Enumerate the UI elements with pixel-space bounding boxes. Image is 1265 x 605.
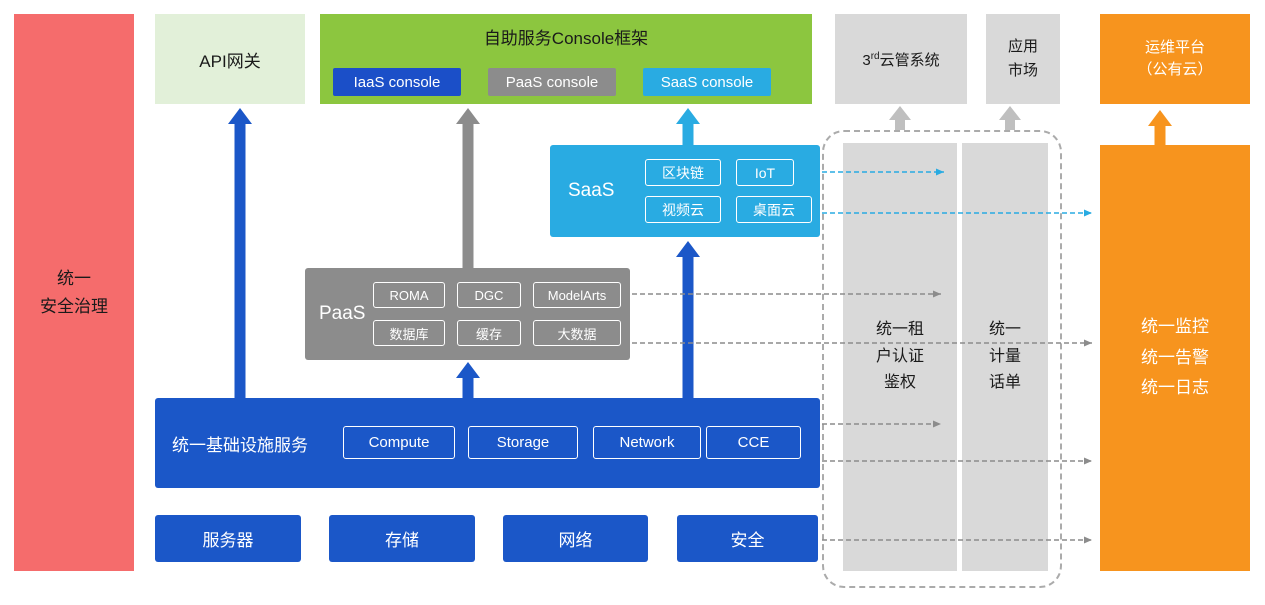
unified-tenant-auth-bar: 统一租 户认证 鉴权	[843, 143, 957, 571]
paas-console-label: PaaS console	[505, 73, 599, 91]
arrow-infra-to-saas	[676, 241, 700, 398]
third-party-rest: 云管系统	[879, 51, 940, 69]
arrow-metering-to-app-market	[999, 106, 1021, 130]
paas-item-cache-label: 缓存	[475, 326, 502, 342]
app-market-box: 应用 市场	[986, 14, 1060, 104]
saas-console-button: SaaS console	[643, 68, 771, 96]
resource-security-label: 安全	[730, 531, 765, 550]
saas-item-desktop-cloud-label: 桌面云	[753, 201, 795, 218]
resource-storage-box: 存储	[329, 515, 475, 562]
infrastructure-label: 统一基础设施服务	[172, 398, 308, 488]
paas-item-bigdata: 大数据	[533, 320, 621, 346]
paas-item-database-label: 数据库	[389, 326, 429, 342]
infra-item-network-label: Network	[619, 434, 675, 451]
saas-item-iot-label: IoT	[754, 164, 776, 181]
saas-item-video-cloud-label: 视频云	[662, 201, 704, 218]
unified-ops-bar: 统一监控 统一告警 统一日志	[1100, 145, 1250, 571]
third-party-cloud-mgmt-box: 3rd云管系统	[835, 14, 967, 104]
arrow-paas-to-console-frame	[456, 108, 480, 268]
saas-item-blockchain-label: 区块链	[662, 164, 704, 181]
resource-server-label: 服务器	[202, 531, 254, 550]
iaas-console-label: IaaS console	[353, 73, 441, 91]
saas-item-desktop-cloud: 桌面云	[736, 196, 812, 223]
unified-ops-label: 统一监控 统一告警 统一日志	[1141, 317, 1209, 398]
paas-item-cache: 缓存	[457, 320, 521, 346]
paas-block-label: PaaS	[319, 268, 365, 360]
saas-item-blockchain: 区块链	[645, 159, 721, 186]
infra-item-cce-label: CCE	[737, 434, 770, 451]
third-party-sup: rd	[870, 50, 880, 62]
saas-label-text: SaaS	[568, 180, 615, 201]
paas-item-roma-label: ROMA	[389, 287, 429, 303]
unified-security-label: 统一 安全治理	[40, 269, 108, 316]
paas-item-dgc: DGC	[457, 282, 521, 308]
paas-item-dgc-label: DGC	[474, 287, 504, 303]
saas-console-label: SaaS console	[660, 73, 754, 91]
shared-services-dashed-container	[822, 130, 1062, 588]
saas-item-video-cloud: 视频云	[645, 196, 721, 223]
infrastructure-label-text: 统一基础设施服务	[172, 435, 308, 455]
unified-tenant-auth-label: 统一租 户认证 鉴权	[875, 321, 924, 392]
paas-console-button: PaaS console	[488, 68, 616, 96]
resource-network-label: 网络	[558, 531, 593, 550]
arrow-auth-to-third-party	[889, 106, 911, 130]
infra-item-compute-label: Compute	[368, 434, 430, 451]
api-gateway-box: API网关	[155, 14, 305, 104]
unified-metering-label: 统一 计量 话单	[988, 321, 1021, 392]
paas-item-roma: ROMA	[373, 282, 445, 308]
third-party-num: 3	[862, 51, 871, 69]
resource-security-box: 安全	[677, 515, 818, 562]
unified-metering-bar: 统一 计量 话单	[962, 143, 1048, 571]
infrastructure-block: 统一基础设施服务 Compute Storage Network CCE	[155, 398, 820, 488]
paas-item-database: 数据库	[373, 320, 445, 346]
saas-block-label: SaaS	[568, 145, 614, 237]
om-platform-box: 运维平台 （公有云）	[1100, 14, 1250, 104]
resource-server-box: 服务器	[155, 515, 301, 562]
om-platform-label: 运维平台 （公有云）	[1137, 38, 1213, 79]
paas-item-bigdata-label: 大数据	[557, 326, 597, 342]
paas-item-modelarts-label: ModelArts	[547, 287, 607, 303]
app-market-label: 应用 市场	[1007, 38, 1038, 79]
console-frame-box: 自助服务Console框架 IaaS console PaaS console …	[320, 14, 812, 104]
paas-item-modelarts: ModelArts	[533, 282, 621, 308]
iaas-console-button: IaaS console	[333, 68, 461, 96]
arrow-saas-to-saas-console	[676, 108, 700, 145]
arrow-infra-to-api-gateway	[228, 108, 252, 398]
saas-item-iot: IoT	[736, 159, 794, 186]
infra-item-storage: Storage	[468, 426, 578, 459]
infra-item-compute: Compute	[343, 426, 455, 459]
unified-security-bar: 统一 安全治理	[14, 14, 134, 571]
paas-block: PaaS ROMA DGC ModelArts 数据库 缓存 大数据	[305, 268, 630, 360]
console-frame-title: 自助服务Console框架	[483, 29, 649, 48]
resource-network-box: 网络	[503, 515, 648, 562]
arrow-ops-to-om-platform	[1148, 110, 1172, 145]
infra-item-cce: CCE	[706, 426, 801, 459]
resource-storage-label: 存储	[385, 531, 419, 550]
api-gateway-label: API网关	[199, 51, 261, 71]
infra-item-network: Network	[593, 426, 701, 459]
arrow-infra-to-paas	[456, 362, 480, 398]
paas-label-text: PaaS	[319, 303, 366, 324]
saas-block: SaaS 区块链 IoT 视频云 桌面云	[550, 145, 820, 237]
third-party-cloud-mgmt-label: 3rd云管系统	[862, 49, 939, 70]
infra-item-storage-label: Storage	[496, 434, 550, 451]
